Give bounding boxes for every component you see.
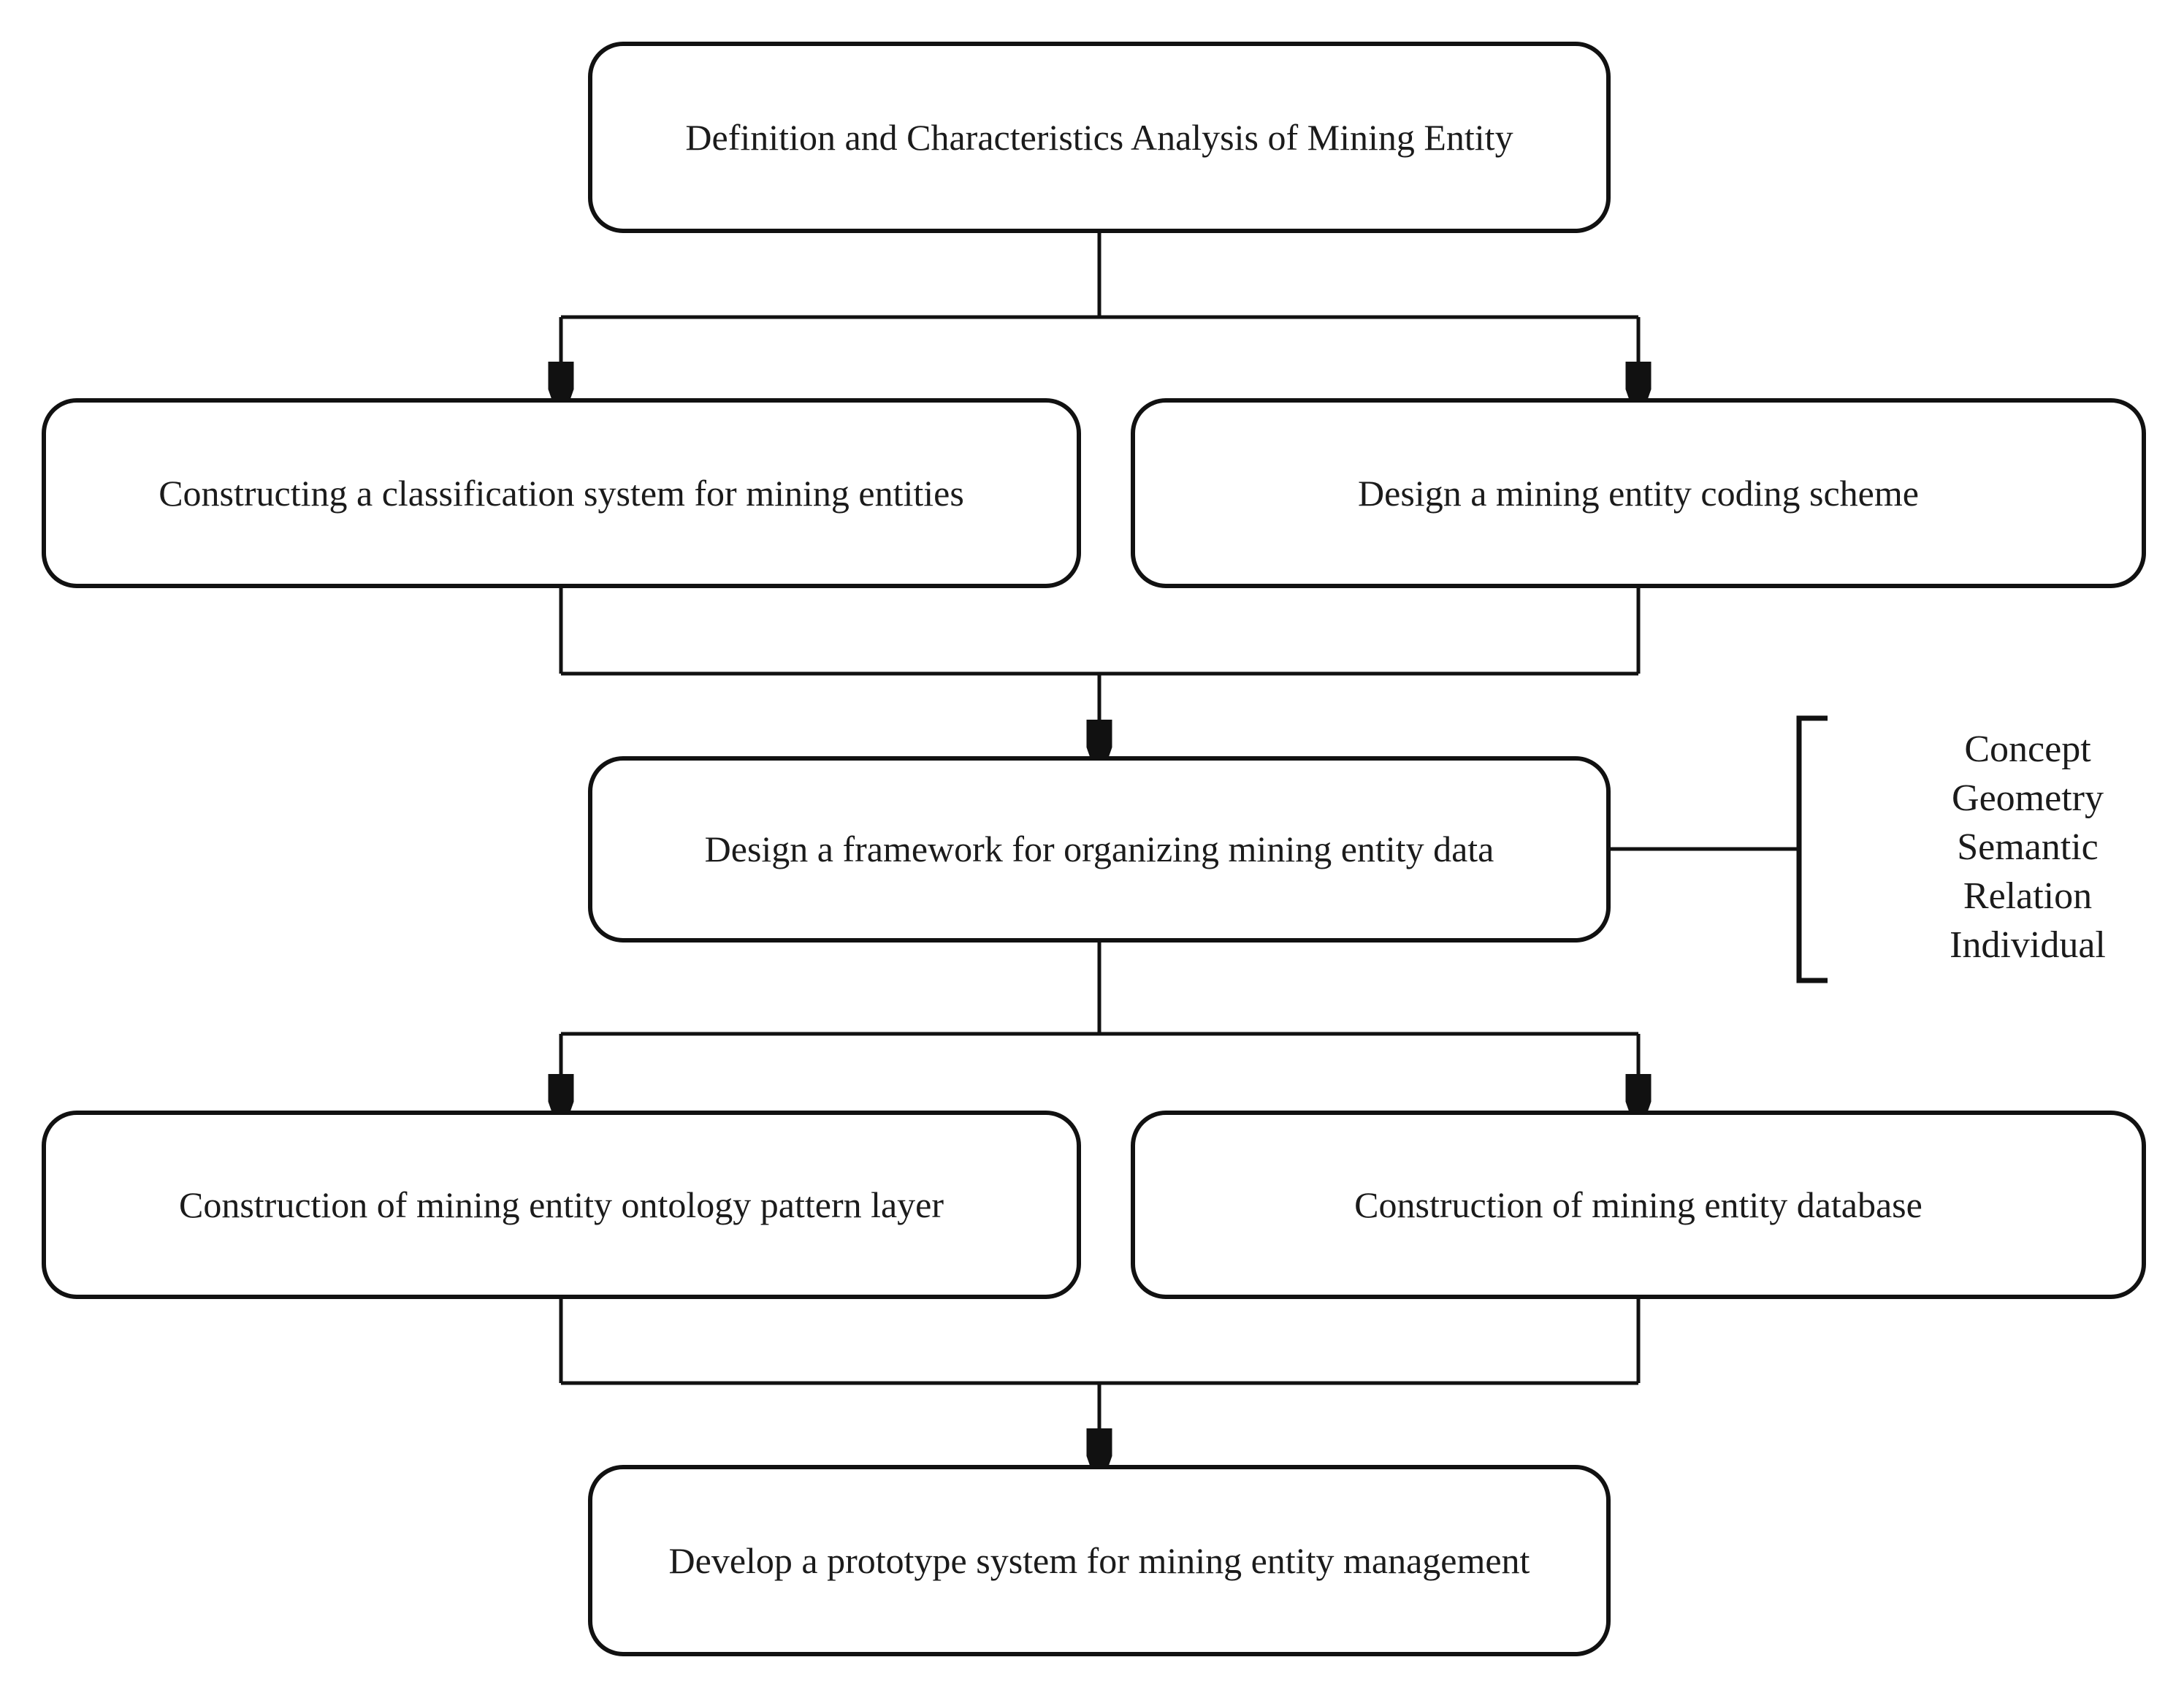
node-database: Construction of mining entity database	[1131, 1111, 2146, 1299]
node-coding: Design a mining entity coding scheme	[1131, 398, 2146, 588]
connector-row2-merge-to-framework	[559, 588, 1641, 756]
node-database-label: Construction of mining entity database	[1354, 1184, 1923, 1225]
node-classification-label: Constructing a classification system for…	[159, 472, 964, 514]
bracket-item-semantic: Semantic	[1957, 826, 2099, 868]
bracket-label-list: Concept Geometry Semantic Relation Indiv…	[1882, 725, 2174, 970]
connector-definition-to-split	[561, 233, 1638, 398]
node-coding-label: Design a mining entity coding scheme	[1358, 472, 1919, 514]
node-framework-label: Design a framework for organizing mining…	[704, 829, 1494, 870]
connector-framework-to-split	[561, 942, 1638, 1111]
bracket-item-concept: Concept	[1964, 728, 2091, 770]
bracket-item-relation: Relation	[1963, 875, 2093, 917]
node-framework: Design a framework for organizing mining…	[588, 756, 1611, 942]
connector-row4-merge-to-prototype	[559, 1299, 1641, 1465]
node-prototype: Develop a prototype system for mining en…	[588, 1465, 1611, 1656]
node-definition: Definition and Characteristics Analysis …	[588, 42, 1611, 233]
bracket-icon	[1796, 715, 1828, 983]
bracket-item-individual: Individual	[1950, 924, 2106, 966]
node-ontology: Construction of mining entity ontology p…	[42, 1111, 1081, 1299]
bracket-item-geometry: Geometry	[1952, 777, 2104, 819]
node-classification: Constructing a classification system for…	[42, 398, 1081, 588]
node-ontology-label: Construction of mining entity ontology p…	[178, 1184, 944, 1225]
node-definition-label: Definition and Characteristics Analysis …	[685, 116, 1513, 158]
node-prototype-label: Develop a prototype system for mining en…	[668, 1539, 1530, 1581]
